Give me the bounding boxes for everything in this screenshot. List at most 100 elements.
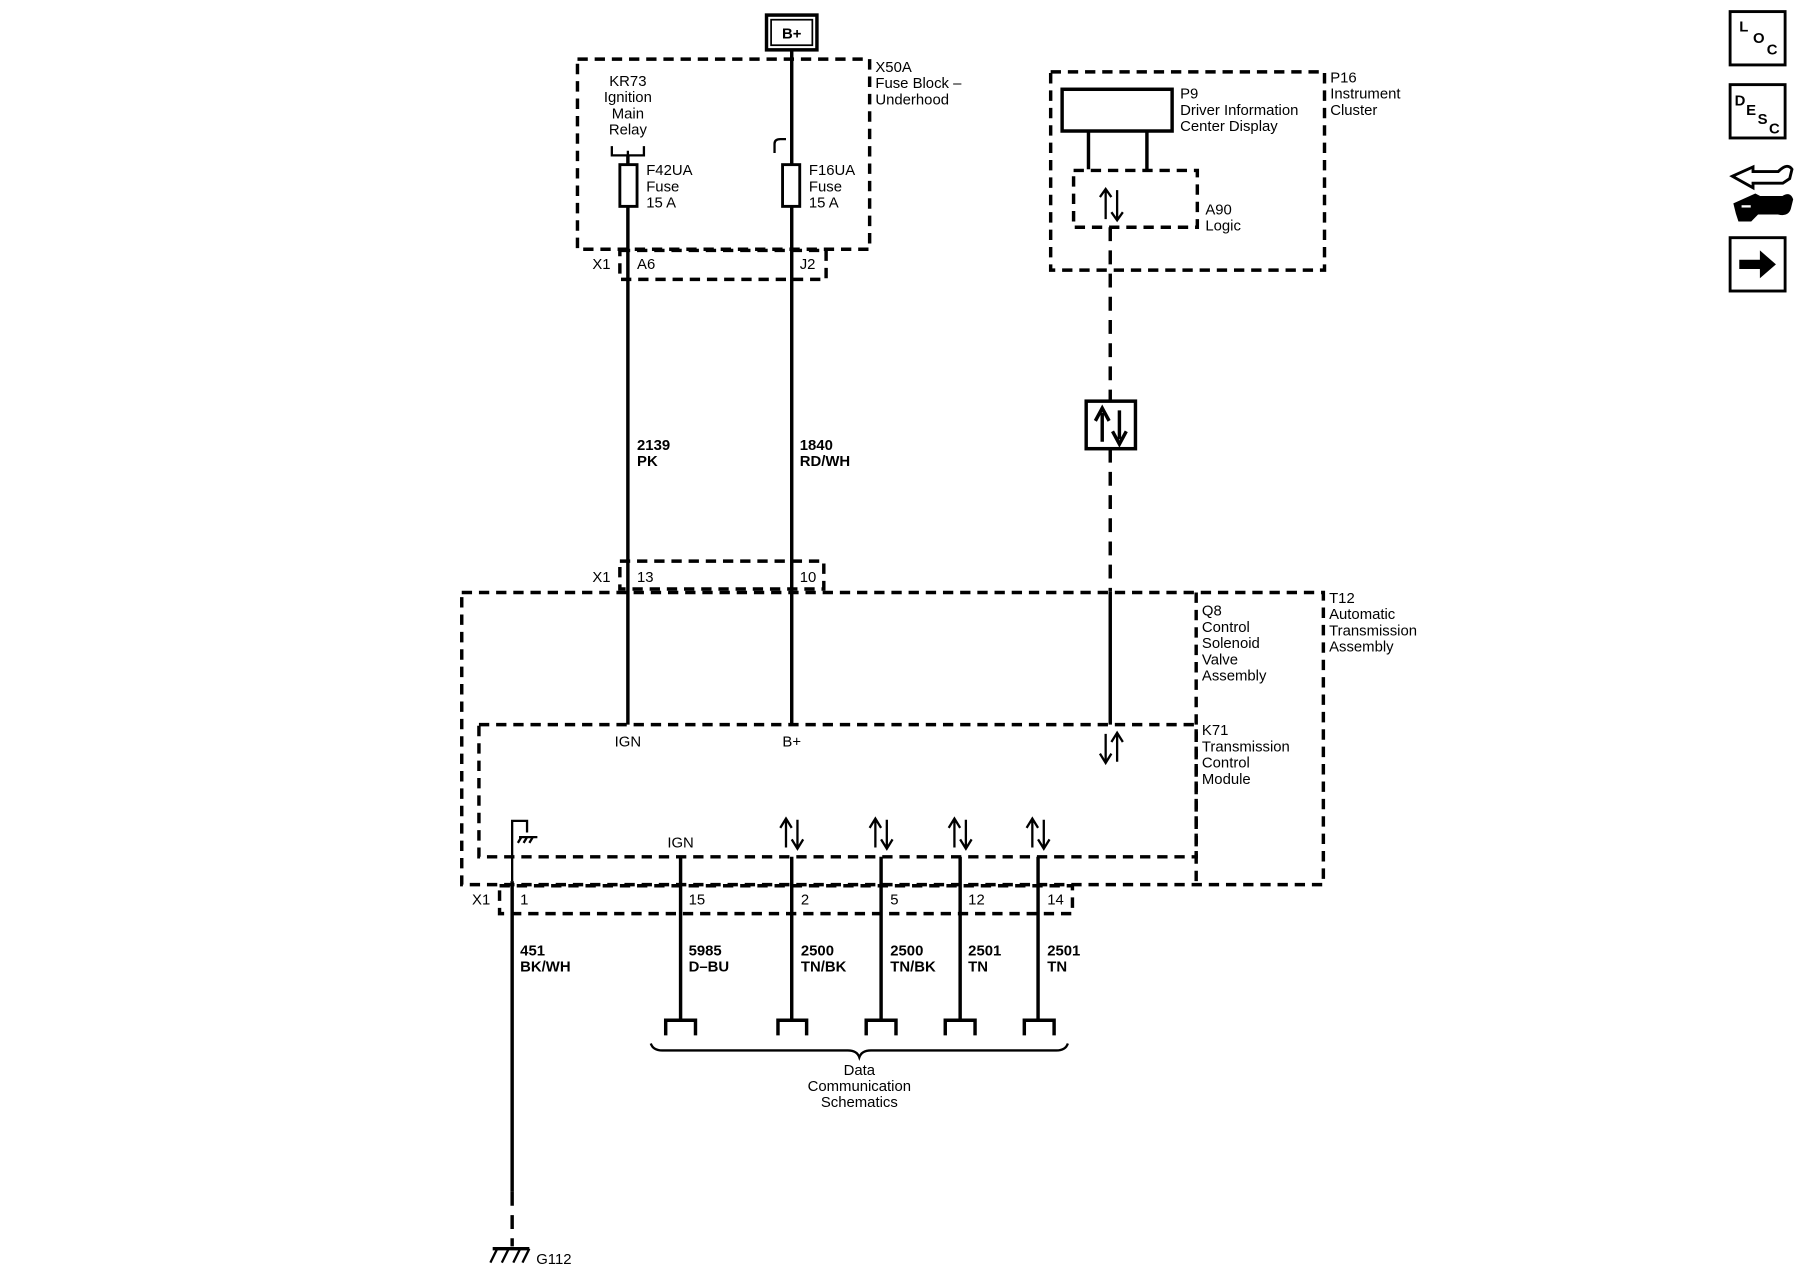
tcm-top-connector: X1 13 10 <box>592 559 826 591</box>
data-comm-label-3[interactable]: Schematics <box>821 1094 898 1111</box>
fuse-a-label-2: Fuse <box>646 178 679 195</box>
loc-letter-c: C <box>1767 41 1778 58</box>
loc-letter-l: L <box>1739 18 1748 35</box>
fuse-pin-a: A6 <box>637 256 655 273</box>
desc-letter-c: C <box>1769 120 1780 137</box>
tcm-bottom-connector-label: X1 <box>472 891 490 908</box>
q8-label-1: Q8 <box>1202 603 1222 620</box>
k71-label-3: Control <box>1202 754 1250 771</box>
fuse-b-label-3: 15 A <box>809 194 839 211</box>
bottom-pin-14: 14 <box>1047 891 1064 908</box>
tcm-bplus-label: B+ <box>782 734 801 751</box>
fuse-b-label-1: F16UA <box>809 162 855 179</box>
t12-label-1: T12 <box>1329 590 1355 607</box>
q8-label-5: Assembly <box>1202 668 1267 685</box>
logic-data-arrows-icon <box>1099 186 1124 223</box>
cluster-name-2: Cluster <box>1330 102 1377 119</box>
bottom-pin-5: 5 <box>890 891 898 908</box>
q8-label-2: Control <box>1202 619 1250 636</box>
ground-label: G112 <box>536 1251 571 1268</box>
data-comm-terminals <box>663 1018 1056 1036</box>
desc-letter-s: S <box>1758 111 1768 128</box>
wire-451-circuit: 451 <box>520 942 545 959</box>
wire-2501b-color: TN <box>1047 959 1067 976</box>
fuse-block-x50a: X50A Fuse Block – Underhood KR73 Ignitio… <box>575 57 962 282</box>
desc-letter-e: E <box>1746 102 1756 119</box>
tcm-ign-bottom-label: IGN <box>667 834 693 851</box>
wire-2500a-circuit: 2500 <box>801 942 834 959</box>
wire-451-color: BK/WH <box>520 959 570 976</box>
fuse-b-label-2: Fuse <box>809 178 842 195</box>
display-label-3: Center Display <box>1180 118 1278 135</box>
display-label-2: Driver Information <box>1180 102 1298 119</box>
fuse-connector-label: X1 <box>592 256 610 273</box>
tcm-top-pin-b: 10 <box>800 569 817 586</box>
ground-g112-icon <box>489 1246 531 1264</box>
tcm-data-arrows-pin5-icon <box>868 816 894 851</box>
wire-1840-color: RD/WH <box>800 453 850 470</box>
tcm-data-arrows-pin14-icon <box>1025 816 1051 851</box>
tcm-data-arrows-pin12-icon <box>947 816 973 851</box>
bottom-pin-15: 15 <box>689 891 706 908</box>
wire-2501a-circuit: 2501 <box>968 942 1001 959</box>
nav-desc-button[interactable]: D E S C <box>1728 83 1787 140</box>
display-label-1: P9 <box>1180 85 1198 102</box>
tools-icon[interactable] <box>1729 164 1794 222</box>
relay-contact-icon <box>610 146 646 157</box>
terminal-icon <box>864 1018 898 1036</box>
fuse-block-id: X50A <box>875 59 911 76</box>
next-arrow-icon <box>1739 250 1776 279</box>
tcm-top-pin-a: 13 <box>637 569 654 586</box>
fuse-f42ua-icon <box>618 163 639 208</box>
b-plus-source: B+ <box>764 13 819 52</box>
transmission-assembly-t12: T12 Automatic Transmission Assembly Q8 C… <box>460 590 1417 887</box>
wire-1840-circuit: 1840 <box>800 437 833 454</box>
fuse-block-name-2: Underhood <box>875 91 949 108</box>
relay-label-4: Relay <box>609 121 648 138</box>
fuse-f16ua-icon <box>781 163 802 208</box>
fuse-a-label-3: 15 A <box>646 194 676 211</box>
wire-2139-color: PK <box>637 453 658 470</box>
terminal-icon <box>943 1018 977 1036</box>
logic-label-1: A90 <box>1205 201 1231 218</box>
terminal-icon <box>1022 1018 1056 1036</box>
t12-label-3: Transmission <box>1329 622 1417 639</box>
k71-label-1: K71 <box>1202 722 1228 739</box>
tcm-top-connector-label: X1 <box>592 569 610 586</box>
wire-2501a-color: TN <box>968 959 988 976</box>
instrument-cluster-p16: P16 Instrument Cluster P9 Driver Informa… <box>1048 69 1401 272</box>
tcm-bottom-connector: X1 1 15 2 5 12 14 <box>472 884 1075 916</box>
k71-label-2: Transmission <box>1202 738 1290 755</box>
loc-letter-o: O <box>1753 30 1765 47</box>
cluster-id: P16 <box>1330 69 1356 86</box>
bus-tap-icon <box>773 137 786 154</box>
terminal-icon <box>776 1018 809 1036</box>
bottom-pin-12: 12 <box>968 891 985 908</box>
bottom-pin-1: 1 <box>520 891 528 908</box>
wire-5985-circuit: 5985 <box>689 942 722 959</box>
tcm-ground-icon <box>511 819 538 882</box>
wire-2501b-circuit: 2501 <box>1047 942 1080 959</box>
next-arrow-button[interactable] <box>1728 236 1787 293</box>
fuse-block-name-1: Fuse Block – <box>875 75 962 92</box>
k71-label-4: Module <box>1202 771 1251 788</box>
wire-2500a-color: TN/BK <box>801 959 847 976</box>
serial-data-icon <box>1084 399 1138 451</box>
relay-label-1: KR73 <box>609 73 646 90</box>
data-comm-label-2[interactable]: Communication <box>808 1078 911 1095</box>
data-comm-brace-icon <box>649 1043 1069 1062</box>
relay-label-2: Ignition <box>604 89 652 106</box>
desc-letter-d: D <box>1735 92 1746 109</box>
q8-label-4: Valve <box>1202 651 1238 668</box>
nav-loc-button[interactable]: L O C <box>1728 10 1787 67</box>
relay-label-3: Main <box>612 105 644 122</box>
k71-serial-arrows-icon <box>1098 730 1124 766</box>
q8-label-3: Solenoid <box>1202 635 1260 652</box>
cluster-name-1: Instrument <box>1330 85 1401 102</box>
wire-2500b-color: TN/BK <box>890 959 936 976</box>
fuse-pin-b: J2 <box>800 256 816 273</box>
t12-label-4: Assembly <box>1329 639 1394 656</box>
data-comm-label-1[interactable]: Data <box>844 1062 876 1079</box>
terminal-icon <box>663 1018 698 1036</box>
